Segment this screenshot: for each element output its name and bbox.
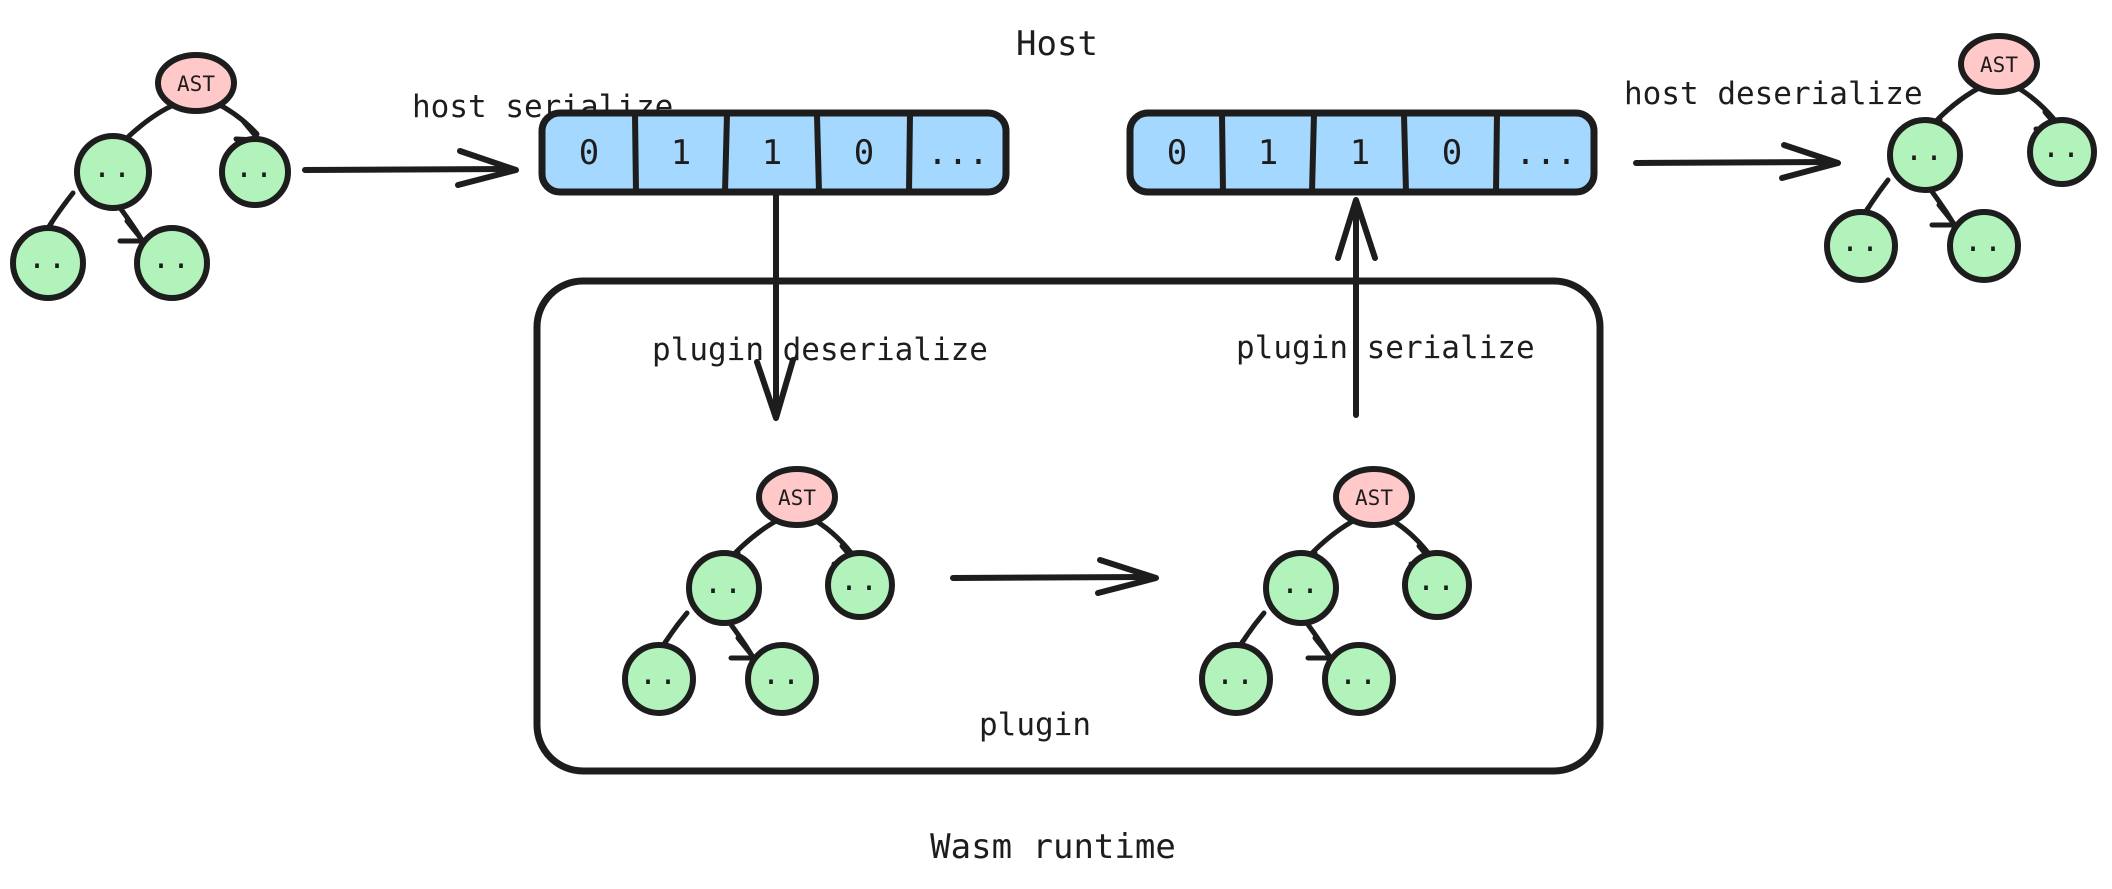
tree-node-label-root: AST xyxy=(1355,486,1393,510)
tree-node-label-grandchild: .. xyxy=(762,657,802,692)
plugin-transform-edge xyxy=(950,557,1159,596)
tree-node-label-child: .. xyxy=(1905,133,1945,168)
byte-cell: 0 xyxy=(579,133,599,173)
plugin-output-bytes: 0 1 1 0 ... xyxy=(1126,109,1598,196)
tree-node-label-grandchild: .. xyxy=(639,657,679,692)
tree-node-label-grandchild: .. xyxy=(1216,657,1256,692)
tree-node-label-child: .. xyxy=(93,150,133,185)
byte-cell-ellipsis: ... xyxy=(1515,133,1576,173)
plugin-deserialize-edge: plugin deserialize xyxy=(652,193,988,421)
plugin-container xyxy=(533,277,1604,775)
tree-node-label-grandchild: .. xyxy=(28,241,68,276)
tree-node-label-grandchild: .. xyxy=(152,241,192,276)
host-input-ast-tree: AST .. .. .. .. xyxy=(10,52,291,301)
byte-cell: 0 xyxy=(1167,133,1187,173)
plugin-deserialize-label: plugin deserialize xyxy=(652,332,988,368)
plugin-serialize-edge: plugin serialize xyxy=(1236,197,1535,418)
plugin-output-ast-tree: AST .. .. .. .. xyxy=(1199,466,1472,716)
tree-node-label-child: .. xyxy=(840,563,880,598)
tree-node-label-child: .. xyxy=(2042,130,2082,165)
plugin-input-ast-tree: AST .. .. .. .. xyxy=(622,466,895,716)
tree-node-label-root: AST xyxy=(177,72,215,96)
tree-node-label-grandchild: .. xyxy=(1841,224,1881,259)
tree-node-label-child: .. xyxy=(235,150,275,185)
byte-cell: 1 xyxy=(762,133,782,173)
host-output-ast-tree: AST .. .. .. .. xyxy=(1824,33,2097,283)
byte-cell: 1 xyxy=(1350,133,1370,173)
wasm-runtime-title: Wasm runtime xyxy=(930,827,1176,867)
byte-cell-ellipsis: ... xyxy=(927,133,988,173)
host-deserialize-edge: host deserialize xyxy=(1624,76,1923,181)
tree-node-label-grandchild: .. xyxy=(1964,224,2004,259)
host-title: Host xyxy=(1016,24,1098,64)
byte-cell: 0 xyxy=(854,133,874,173)
plugin-serialize-label: plugin serialize xyxy=(1236,330,1535,366)
byte-cell: 1 xyxy=(1258,133,1278,173)
tree-node-label-child: .. xyxy=(1417,563,1457,598)
byte-cell: 0 xyxy=(1442,133,1462,173)
tree-node-label-grandchild: .. xyxy=(1339,657,1379,692)
tree-node-label-root: AST xyxy=(778,486,816,510)
tree-node-label-child: .. xyxy=(1281,566,1321,601)
tree-node-label-child: .. xyxy=(704,566,744,601)
tree-node-label-root: AST xyxy=(1980,53,2018,77)
host-output-bytes: 0 1 1 0 ... xyxy=(538,109,1010,196)
plugin-container-label: plugin xyxy=(979,707,1091,743)
host-deserialize-label: host deserialize xyxy=(1624,76,1923,112)
byte-cell: 1 xyxy=(671,133,691,173)
